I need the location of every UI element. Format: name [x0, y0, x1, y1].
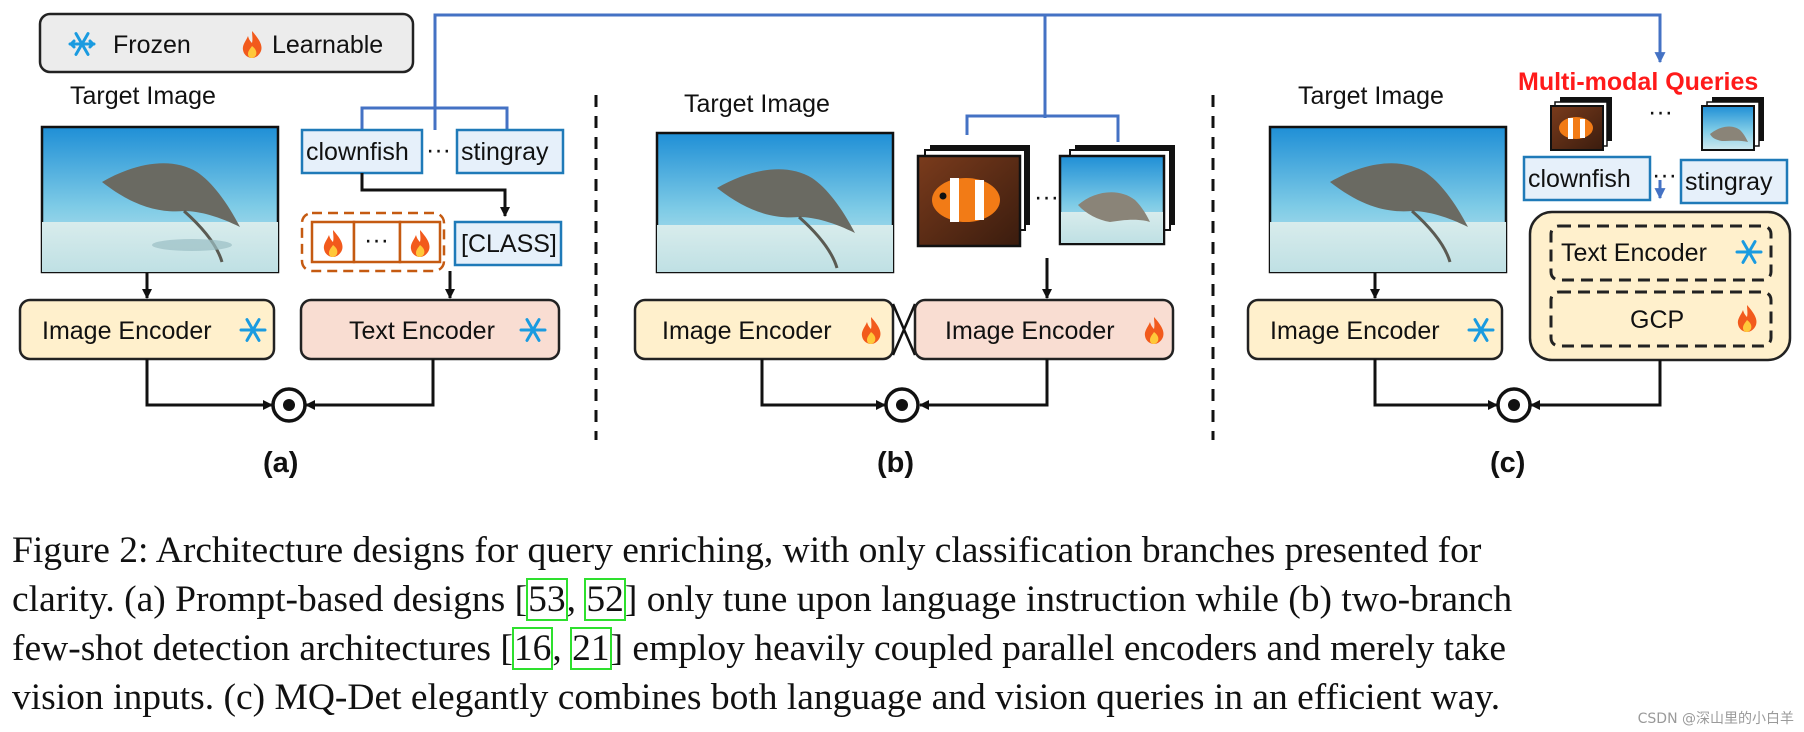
target-image-a [40, 125, 280, 274]
panel-a-sublabel: (a) [263, 447, 298, 479]
citation-link[interactable]: 21 [570, 627, 612, 670]
image-encoder-b-left-label: Image Encoder [662, 317, 832, 345]
caption-line-3: few-shot detection architectures [16, 21… [12, 624, 1792, 673]
caption-text: , [552, 628, 572, 669]
snowflake-icon [1467, 318, 1495, 342]
snowflake-icon [1735, 240, 1763, 264]
gcp-label: GCP [1630, 306, 1684, 334]
prompt-token-row: ··· [310, 220, 442, 264]
panel-b-target-label: Target Image [684, 90, 830, 118]
target-image-b [655, 131, 895, 274]
query-image-clownfish [1550, 97, 1612, 151]
panel-c-class-stingray: stingray [1685, 168, 1773, 196]
flame-icon [1144, 317, 1164, 344]
coupling-cross [891, 303, 917, 356]
citation-link[interactable]: 16 [511, 627, 554, 670]
panel-a: Target Image Image Encoder clownfish ···… [18, 82, 565, 479]
fusion-dot-icon [1496, 387, 1532, 423]
figure-caption: Figure 2: Architecture designs for query… [12, 526, 1792, 722]
snowflake-icon [68, 32, 96, 56]
legend-frozen-label: Frozen [113, 31, 191, 59]
image-encoder-c-label: Image Encoder [1270, 317, 1440, 345]
caption-text: ] employ heavily coupled parallel encode… [610, 628, 1507, 669]
target-image-c [1268, 125, 1508, 274]
caption-line-4: vision inputs. (c) MQ-Det elegantly comb… [12, 677, 1501, 718]
fusion-dot-icon [271, 387, 307, 423]
flame-icon [323, 230, 343, 257]
caption-line-2: clarity. (a) Prompt-based designs [53, 5… [12, 575, 1792, 624]
caption-text: ] only tune upon language instruction wh… [624, 579, 1513, 620]
watermark: CSDN @深山里的小白羊 [1637, 711, 1794, 727]
panel-a-class-dots: ··· [426, 136, 451, 164]
snowflake-icon [519, 318, 547, 342]
panel-b-sublabel: (b) [877, 447, 914, 479]
flame-icon [242, 31, 262, 58]
support-image-stingray [1058, 145, 1175, 246]
panel-c-sublabel: (c) [1490, 447, 1525, 479]
legend-learnable-label: Learnable [272, 31, 383, 59]
panel-c-target-label: Target Image [1298, 82, 1444, 110]
panel-b: Target Image ··· Image Encoder [633, 90, 1175, 479]
panel-c-class-dots: ··· [1652, 161, 1677, 189]
architecture-figure: Frozen Learnable Target Image Image Enco… [18, 12, 1792, 479]
support-image-clownfish [916, 145, 1030, 248]
multimodal-queries-title: Multi-modal Queries [1518, 68, 1758, 96]
citation-link[interactable]: 53 [526, 578, 568, 621]
text-encoder-c-label: Text Encoder [1561, 239, 1707, 267]
panel-a-class-token: [CLASS] [461, 230, 557, 258]
panel-c-class-clownfish: clownfish [1528, 165, 1631, 193]
panel-c-image-dots: ··· [1648, 98, 1673, 126]
prompt-token-dots: ··· [364, 226, 389, 254]
legend: Frozen Learnable [38, 12, 415, 74]
panel-a-class-clownfish: clownfish [306, 138, 409, 166]
caption-text: few-shot detection architectures [ [12, 628, 513, 669]
caption-text: clarity. (a) Prompt-based designs [ [12, 579, 528, 620]
flame-icon [1737, 305, 1757, 332]
panel-a-class-stingray: stingray [461, 138, 549, 166]
snowflake-icon [239, 318, 267, 342]
image-encoder-a-label: Image Encoder [42, 317, 212, 345]
query-image-stingray [1701, 97, 1764, 151]
fusion-dot-icon [884, 387, 920, 423]
panel-b-support-dots: ··· [1034, 183, 1059, 211]
caption-text: , [566, 579, 586, 620]
panel-c: Target Image Multi-modal Queries ··· clo… [1246, 68, 1792, 479]
caption-line-1: Figure 2: Architecture designs for query… [12, 530, 1482, 571]
flame-icon [861, 317, 881, 344]
text-encoder-a-label: Text Encoder [349, 317, 495, 345]
flame-icon [410, 230, 430, 257]
image-encoder-b-right-label: Image Encoder [945, 317, 1115, 345]
query-routing-lines [360, 13, 1666, 200]
panel-a-target-label: Target Image [70, 82, 216, 110]
citation-link[interactable]: 52 [584, 578, 626, 621]
